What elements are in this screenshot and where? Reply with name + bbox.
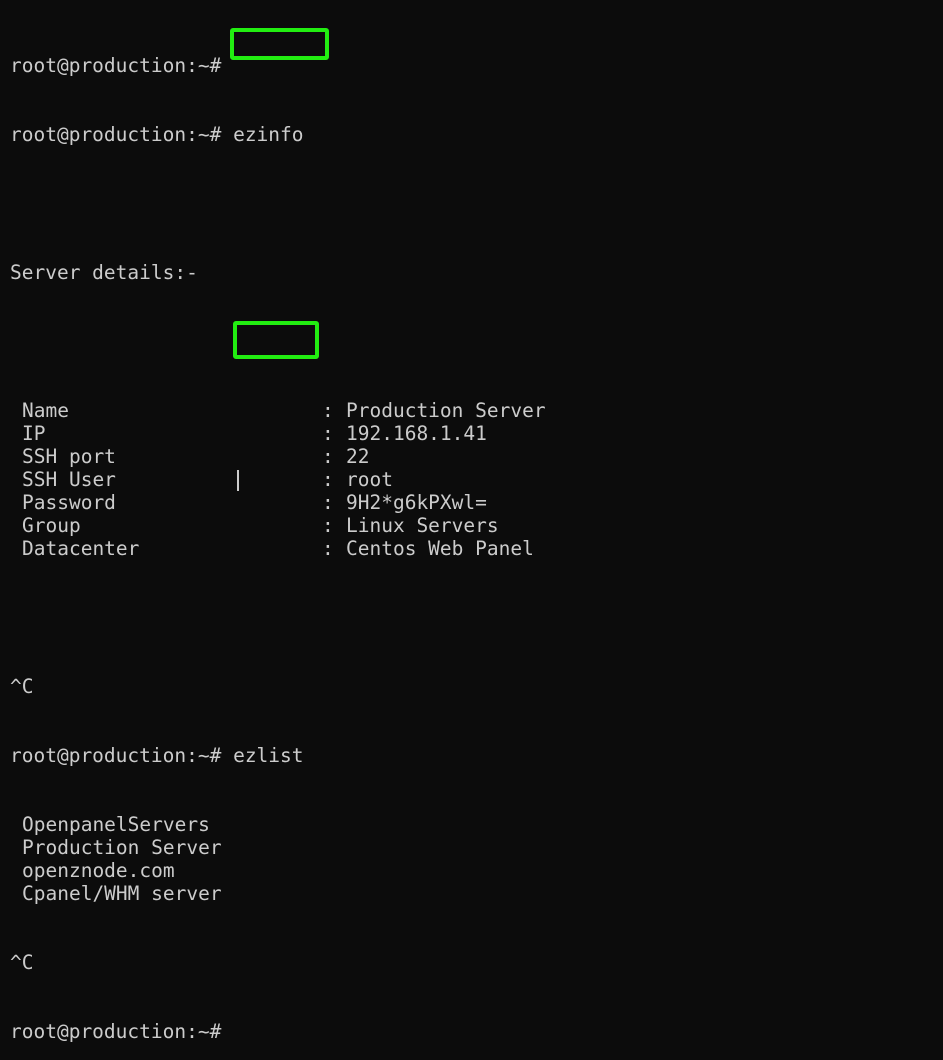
detail-key: Group [22,514,81,537]
detail-separator: : [322,399,334,422]
detail-value: 9H2*g6kPXwl= [346,491,487,514]
prompt: root@production:~# [10,1020,222,1043]
server-list-item: Cpanel/WHM server [22,882,222,905]
detail-key: Name [22,399,69,422]
server-list-item: OpenpanelServers [22,813,210,836]
ezlist-highlight-box [233,321,319,359]
ezinfo-highlight-box [230,28,329,60]
detail-separator: : [322,491,334,514]
detail-row: Name: Production Server [10,399,546,422]
detail-key: Password [22,491,116,514]
detail-value: Centos Web Panel [346,537,534,560]
server-list-item: Production Server [22,836,222,859]
detail-key: SSH port [22,445,116,468]
detail-separator: : [322,537,334,560]
interrupt: ^C [10,951,34,974]
detail-value: root [346,468,393,491]
detail-row: SSH User: root [10,468,546,491]
prompt-line: root@production:~# [10,54,546,77]
detail-row: SSH port:22 [10,445,546,468]
detail-separator: : [322,422,334,445]
prompt: root@production:~# [10,54,222,77]
server-details-heading: Server details:- [10,261,198,284]
detail-row: Password:9H2*g6kPXwl= [10,491,546,514]
detail-key: Datacenter [22,537,140,560]
text-cursor [237,470,239,491]
detail-value: Production Server [346,399,546,422]
detail-value: 22 [346,445,370,468]
command-ezinfo: ezinfo [233,123,304,146]
detail-key: IP [22,422,46,445]
prompt-line: root@production:~# ezinfo [10,123,546,146]
detail-row: Datacenter: Centos Web Panel [10,537,546,560]
terminal-output[interactable]: root@production:~# root@production:~# ez… [10,8,546,1060]
detail-separator: : [322,468,334,491]
detail-separator: : [322,514,334,537]
detail-row: Group: Linux Servers [10,514,546,537]
prompt-line: root@production:~# ezlist [10,744,546,767]
detail-row: IP:192.168.1.41 [10,422,546,445]
interrupt: ^C [10,675,34,698]
detail-value: Linux Servers [346,514,499,537]
prompt-line: root@production:~# [10,1020,546,1043]
detail-separator: : [322,445,334,468]
prompt: root@production:~# [10,123,222,146]
prompt: root@production:~# [10,744,222,767]
server-list-item: openznode.com [22,859,175,882]
detail-key: SSH User [22,468,116,491]
command-ezlist: ezlist [233,744,304,767]
detail-value: 192.168.1.41 [346,422,487,445]
